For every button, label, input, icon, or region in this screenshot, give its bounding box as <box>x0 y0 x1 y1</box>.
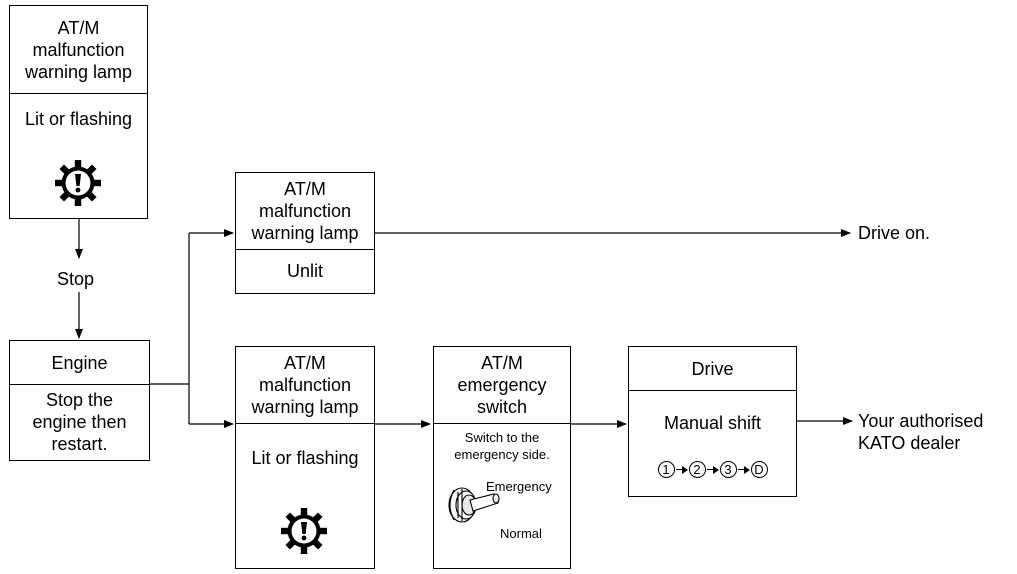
engine-instruction: Stop the engine then restart. <box>10 384 149 459</box>
drive-detail: Manual shift 1 2 3 D <box>629 390 796 496</box>
warning-lamp-box-lit: AT/M malfunction warning lamp Lit or fla… <box>235 346 375 569</box>
drive-box: Drive Manual shift 1 2 3 D <box>628 346 797 497</box>
warning-lamp-lit-title: AT/M malfunction warning lamp <box>251 353 359 417</box>
drive-mode: Manual shift <box>663 413 762 433</box>
emergency-position-label: Emergency <box>486 479 552 494</box>
transmission-warning-icon <box>55 160 101 206</box>
warning-lamp-box-unlit: AT/M malfunction warning lamp Unlit <box>235 172 375 294</box>
gear-shift-sequence: 1 2 3 D <box>629 461 796 478</box>
dealer-label: Your authorised KATO dealer <box>858 411 984 453</box>
stop-label: Stop <box>57 269 95 289</box>
emergency-switch-instruction: Switch to the emergency side. <box>454 430 550 462</box>
emergency-switch-box: AT/M emergency switch Switch to the emer… <box>433 346 571 569</box>
toggle-switch-icon <box>448 487 500 523</box>
warning-lamp-unlit-title: AT/M malfunction warning lamp <box>251 179 359 243</box>
warning-lamp-lit-state-section: Lit or flashing <box>236 423 374 568</box>
warning-lamp-state-section: Lit or flashing <box>10 93 147 218</box>
sequence-arrow <box>675 465 688 475</box>
drive-on-label: Drive on. <box>858 223 931 243</box>
engine-box: Engine Stop the engine then restart. <box>9 340 150 461</box>
gear-step-1: 1 <box>657 461 675 478</box>
emergency-switch-detail: Switch to the emergency side. Emergency … <box>434 423 570 568</box>
warning-lamp-unlit-state: Unlit <box>236 249 374 292</box>
gear-step-d: D <box>750 461 768 478</box>
drive-title: Drive <box>691 358 734 379</box>
gear-step-2: 2 <box>688 461 706 478</box>
warning-lamp-lit-state: Lit or flashing <box>251 448 359 468</box>
sequence-arrow <box>706 465 719 475</box>
gear-step-3: 3 <box>719 461 737 478</box>
transmission-warning-icon <box>281 508 327 554</box>
engine-title: Engine <box>51 352 108 373</box>
warning-lamp-box-initial: AT/M malfunction warning lamp Lit or fla… <box>9 5 148 219</box>
warning-lamp-title: AT/M malfunction warning lamp <box>24 17 133 82</box>
normal-position-label: Normal <box>500 526 542 541</box>
warning-lamp-state: Lit or flashing <box>24 109 133 129</box>
sequence-arrow <box>737 465 750 475</box>
emergency-switch-title: AT/M emergency switch <box>457 353 547 417</box>
